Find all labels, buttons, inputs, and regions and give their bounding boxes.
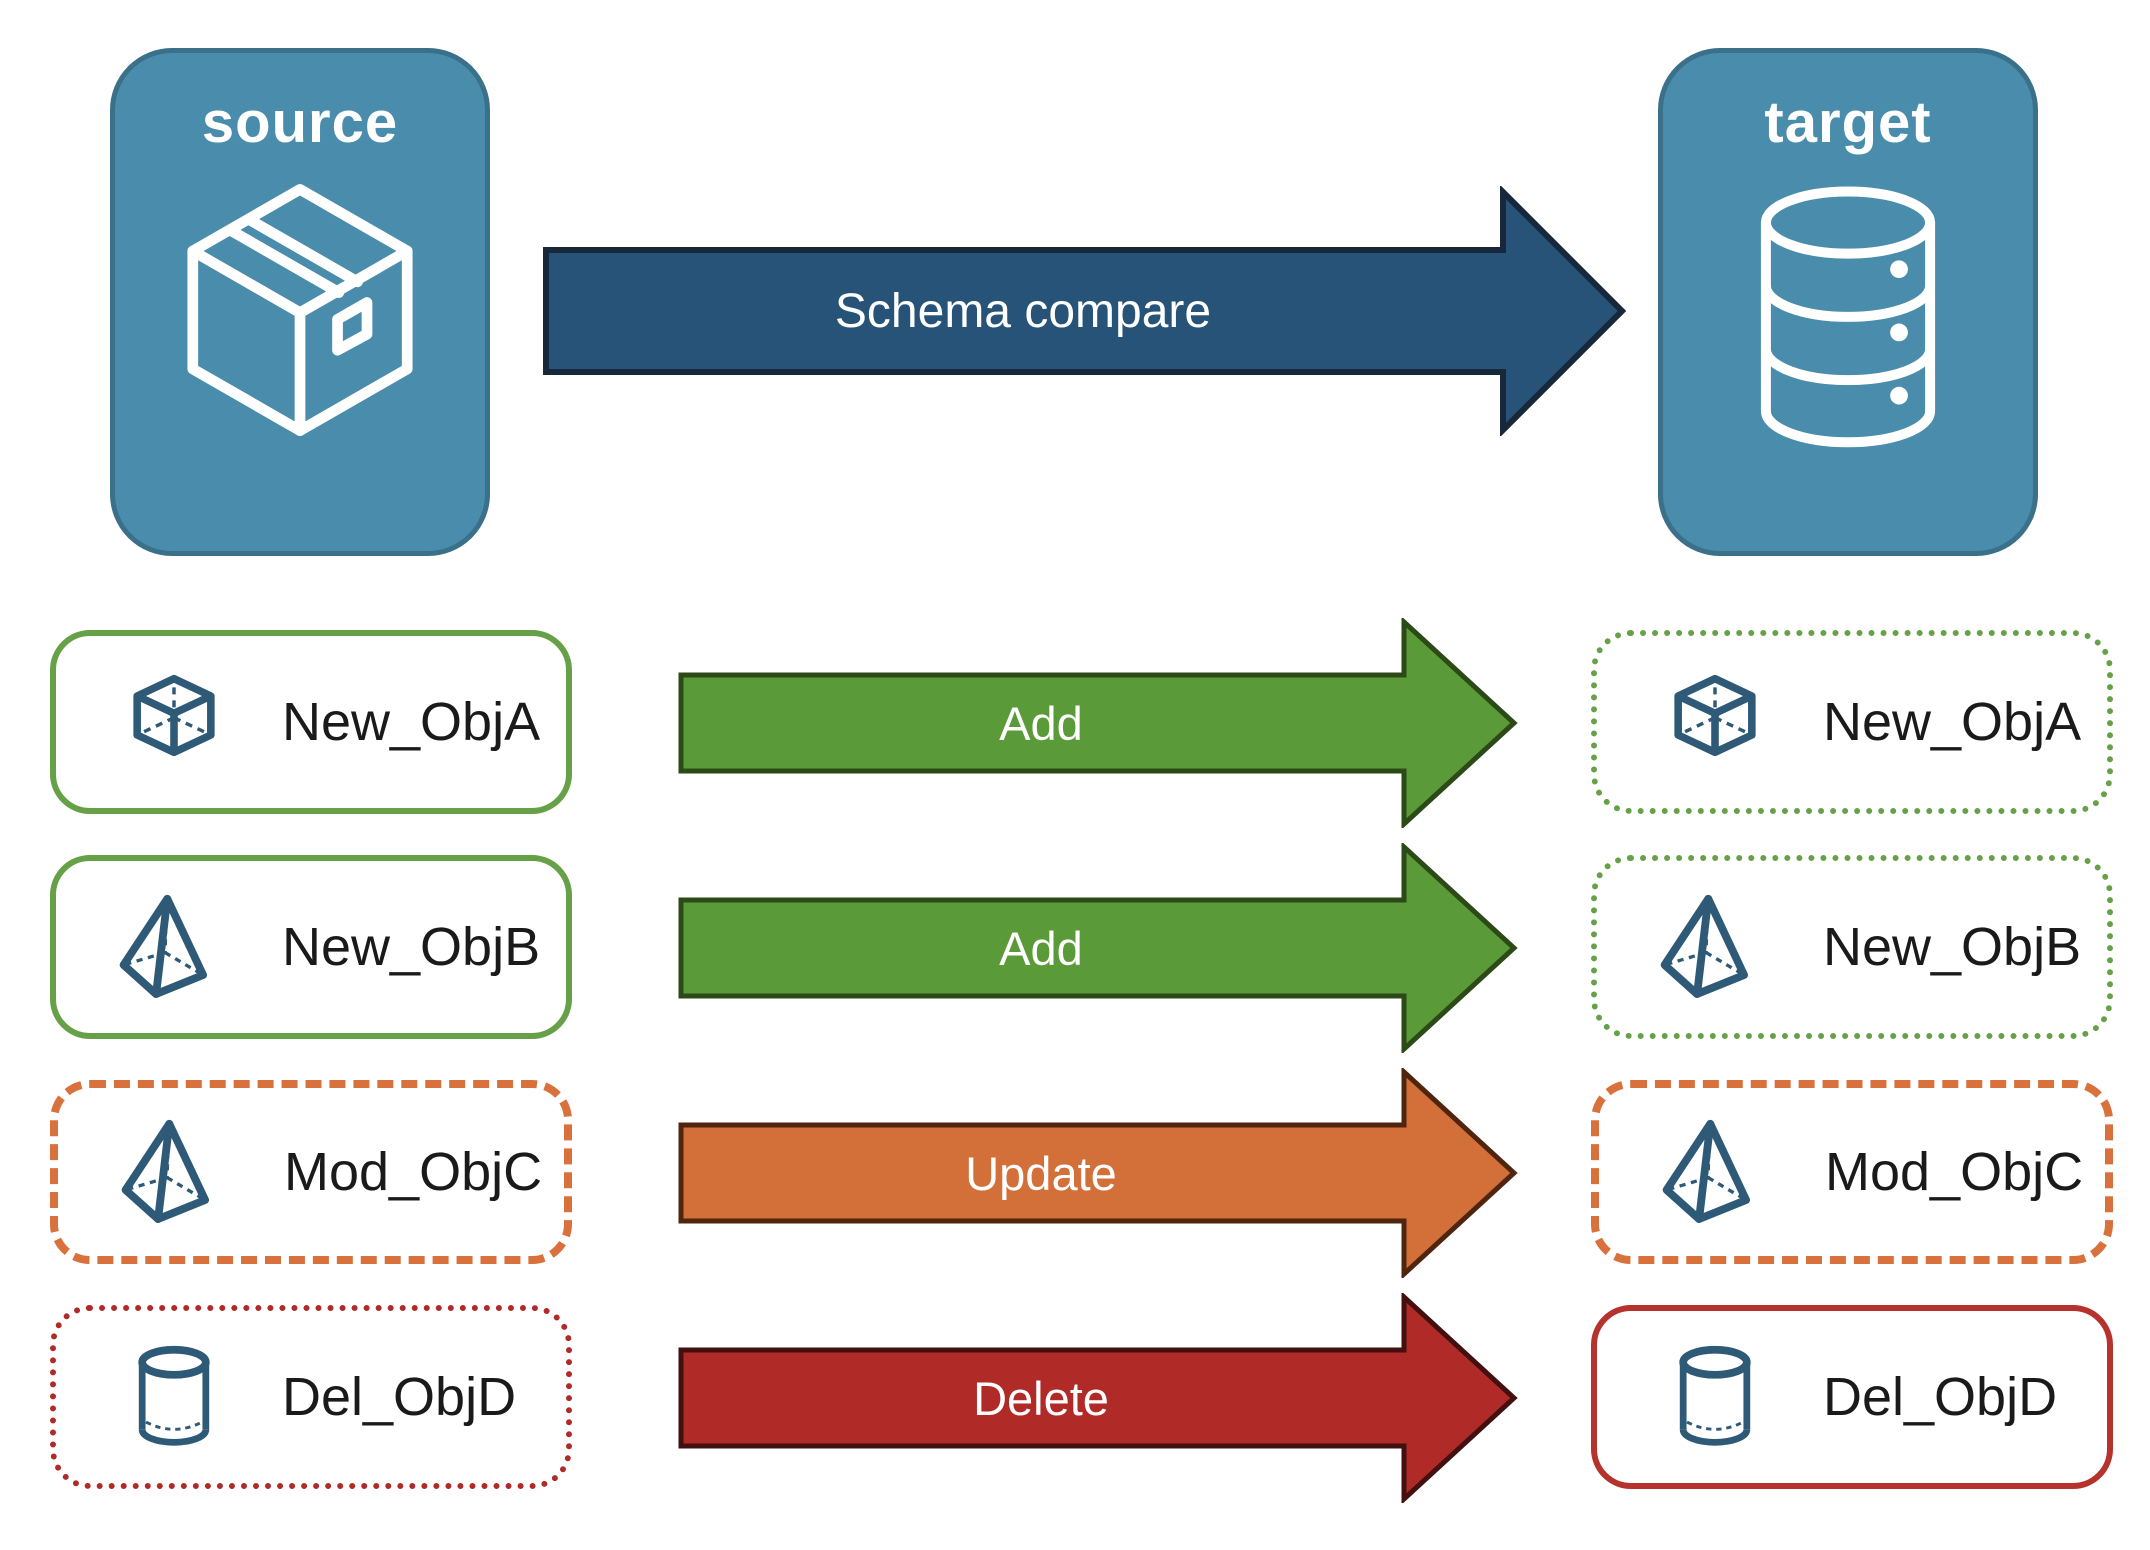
cylinder-icon [118,1335,230,1459]
right-arrow-shape [678,1066,1518,1280]
object-label: New_ObjB [1823,917,2082,977]
target-object-box-new-objb: New_ObjB [1591,855,2113,1039]
schema-compare-label: Schema compare [834,284,1212,338]
target-node-title: target [1764,90,1932,155]
action-label: Delete [973,1371,1109,1425]
pyramid-icon [120,1110,232,1234]
pyramid-icon [1659,885,1771,1009]
source-node: source [110,48,490,556]
target-object-box-mod-objc: Mod_ObjC [1591,1080,2113,1264]
package-icon [166,176,434,449]
action-label: Update [965,1146,1117,1200]
source-object-box-mod-objc: Mod_ObjC [50,1080,572,1264]
action-arrow-update: Update [678,1066,1518,1280]
action-arrow-add-1: Add [678,616,1518,830]
right-arrow-shape [678,841,1518,1055]
cylinder-icon [1659,1335,1771,1459]
target-object-box-new-obja: New_ObjA [1591,630,2113,814]
right-arrow-shape [543,184,1627,438]
source-object-box-new-objb: New_ObjB [50,855,572,1039]
pyramid-icon [1661,1110,1773,1234]
action-label: Add [999,921,1083,975]
pyramid-icon [118,885,230,1009]
object-label: Del_ObjD [1823,1367,2058,1427]
object-label: New_ObjA [1823,692,2082,752]
action-arrow-add-2: Add [678,841,1518,1055]
right-arrow-shape [678,616,1518,830]
object-label: New_ObjB [282,917,541,977]
source-object-box-del-objd: Del_ObjD [50,1305,572,1489]
target-node: target [1658,48,2038,556]
object-label: New_ObjA [282,692,541,752]
cube-icon [118,660,230,784]
right-arrow-shape [678,1291,1518,1505]
object-label: Mod_ObjC [1825,1142,2084,1202]
action-arrow-delete: Delete [678,1291,1518,1505]
schema-compare-arrow: Schema compare [543,184,1628,438]
cube-icon [1659,660,1771,784]
target-object-box-del-objd: Del_ObjD [1591,1305,2113,1489]
database-icon [1737,176,1959,465]
object-label: Del_ObjD [282,1367,517,1427]
source-node-title: source [201,90,399,155]
object-label: Mod_ObjC [284,1142,543,1202]
source-object-box-new-obja: New_ObjA [50,630,572,814]
action-label: Add [999,696,1083,750]
